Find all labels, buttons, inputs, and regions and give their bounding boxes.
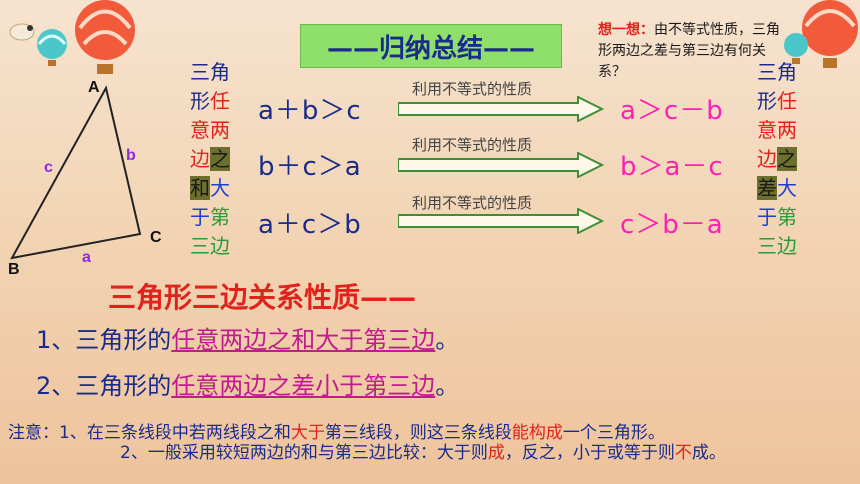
think-text: 由不等式性质，三角形两边之差与第三边有何关系？ (598, 22, 780, 80)
bird-left-icon (9, 23, 35, 41)
side-c-label: c (44, 159, 53, 176)
property-heading: 三角形三边关系性质—— (108, 281, 417, 314)
balloon-right-small-icon (784, 33, 808, 64)
inequality-3: a＋c＞b (258, 210, 362, 240)
property-2: 2、三角形的任意两边之差小于第三边。 (36, 372, 460, 400)
balloon-left-small-icon (37, 29, 67, 66)
inequality-1: a＋b＞c (258, 96, 362, 126)
arrow-2-icon (398, 152, 604, 178)
balloon-right-large-icon (802, 0, 858, 68)
side-a-label: a (82, 249, 91, 266)
right-vertical-text: 三角 形任 意两 边之 差大 于第 三边 (757, 60, 797, 258)
result-2: b＞a－c (620, 152, 724, 182)
balloon-left-large-icon (75, 0, 135, 74)
vertex-c-label: C (150, 229, 162, 246)
arrow-1-icon (398, 96, 604, 122)
left-vertical-text: 三角 形任 意两 边之 和大 于第 三边 (190, 60, 230, 258)
arrow-3-icon (398, 208, 604, 234)
arrow-label-2: 利用不等式的性质 (412, 136, 533, 154)
summary-title: ——归纳总结—— (300, 24, 562, 68)
note-1: 注意：1、在三条线段中若两线段之和大于第三线段，则这三条线段能构成一个三角形。 (8, 423, 665, 443)
property-1: 1、三角形的任意两边之和大于第三边。 (36, 326, 460, 354)
result-1: a＞c－b (620, 96, 724, 126)
vertex-b-label: B (8, 261, 20, 276)
vertex-a-label: A (88, 79, 100, 96)
inequality-2: b＋c＞a (258, 152, 362, 182)
result-3: c＞b－a (620, 210, 724, 240)
think-question: 想一想：由不等式性质，三角形两边之差与第三边有何关系？ (598, 20, 788, 83)
side-b-label: b (126, 147, 136, 164)
triangle-diagram: A B C a b c (8, 79, 162, 276)
think-label: 想一想： (598, 22, 654, 38)
arrow-label-1: 利用不等式的性质 (412, 80, 533, 98)
note-2: 2、一般采用较短两边的和与第三边比较：大于则成，反之，小于或等于则不成。 (120, 443, 726, 463)
arrow-label-3: 利用不等式的性质 (412, 194, 533, 212)
